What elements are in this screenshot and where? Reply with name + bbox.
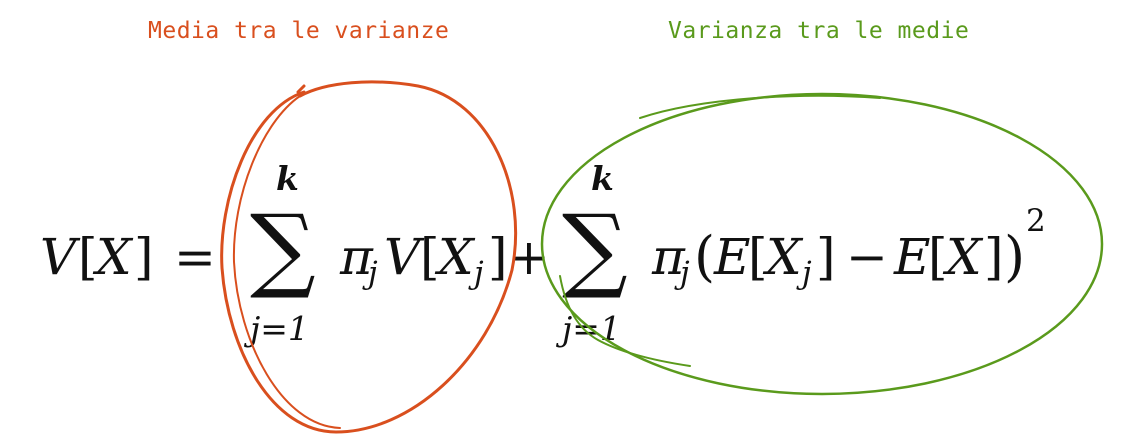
term2-open-bracket-2: [ [928, 228, 948, 286]
term1-variance-symbol: V [384, 228, 421, 286]
term2-expectation-symbol-2: E [894, 228, 931, 286]
term2-open-paren: ( [694, 225, 716, 288]
sum2-lower-limit: j=1 [562, 309, 621, 348]
annotation-variance-of-means: Varianza tra le medie [668, 18, 970, 44]
term2-exponent: 2 [1026, 203, 1046, 239]
term2-random-variable-1: X [766, 228, 802, 286]
sum1-upper-limit: k [276, 159, 299, 198]
term2-random-variable-2: X [946, 228, 982, 286]
equals-sign: = [174, 228, 216, 286]
term2-expectation-symbol-1: E [714, 228, 751, 286]
term2-close-paren: ) [1004, 225, 1026, 288]
term2-weight-subscript: j [680, 255, 690, 291]
term2-close-bracket-1: ] [816, 228, 836, 286]
sum1-lower-limit: j=1 [250, 309, 309, 348]
annotation-mean-of-variances: Media tra le varianze [148, 18, 450, 44]
term1-variable-subscript: j [474, 255, 484, 291]
sum1-symbol: ∑ [250, 195, 316, 302]
term1-close-bracket: ] [488, 228, 508, 286]
term1-random-variable: X [438, 228, 474, 286]
lhs-close-bracket: ] [134, 228, 154, 286]
lhs-variance-symbol: V [40, 228, 77, 286]
term2-variable-subscript: j [802, 255, 812, 291]
plus-sign: + [508, 228, 550, 286]
term1-open-bracket: [ [420, 228, 440, 286]
sum2-symbol: ∑ [562, 195, 628, 302]
minus-sign: − [846, 228, 888, 286]
sum2-upper-limit: k [591, 159, 614, 198]
term2-close-bracket-2: ] [984, 228, 1004, 286]
lhs-open-bracket: [ [78, 228, 98, 286]
term2-open-bracket-1: [ [748, 228, 768, 286]
lhs-random-variable: X [96, 228, 132, 286]
term1-weight-subscript: j [368, 255, 378, 291]
